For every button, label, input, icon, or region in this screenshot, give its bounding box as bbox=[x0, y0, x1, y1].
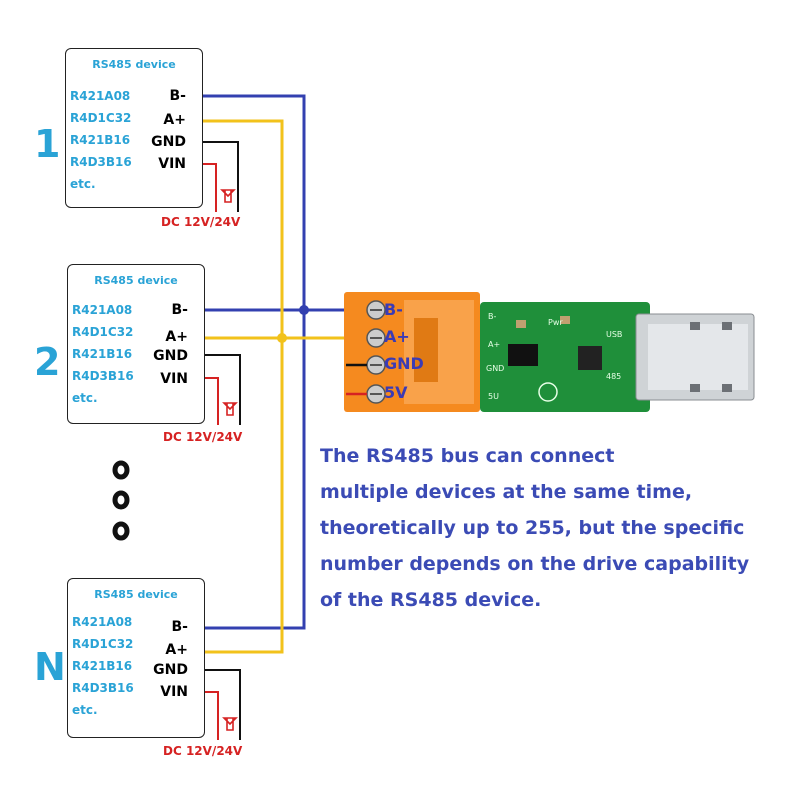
model-label: etc. bbox=[72, 391, 98, 405]
device-title: RS485 device bbox=[94, 588, 178, 601]
model-label: R4D3B16 bbox=[72, 681, 134, 695]
model-label: R4D1C32 bbox=[70, 111, 132, 125]
bus-b-line-device1 bbox=[196, 94, 306, 630]
model-label: R4D3B16 bbox=[70, 155, 132, 169]
model-label: R421B16 bbox=[72, 659, 133, 673]
usb-rs485-converter bbox=[344, 292, 755, 412]
terminal-b-label: B- bbox=[171, 619, 188, 635]
bus-a-line-device1 bbox=[196, 119, 284, 654]
model-label: etc. bbox=[72, 703, 98, 717]
terminal-gnd-label: GND bbox=[153, 662, 188, 678]
model-label: R421A08 bbox=[72, 615, 133, 629]
model-label: R421B16 bbox=[72, 347, 133, 361]
bus-description: The RS485 bus can connect multiple devic… bbox=[320, 438, 790, 618]
terminal-vin-label: VIN bbox=[158, 156, 186, 172]
device-number-n: N bbox=[34, 645, 66, 689]
rs485-device-1: RS485 device R421A08 R4D1C32 R421B16 R4D… bbox=[65, 48, 203, 208]
pcb-silk-gnd: GND bbox=[486, 364, 505, 373]
gnd-wire-2 bbox=[196, 354, 241, 425]
terminal-vin-label: VIN bbox=[160, 684, 188, 700]
model-label: R4D3B16 bbox=[72, 369, 134, 383]
power-arrow-2 bbox=[222, 402, 238, 416]
rs485-device-2: RS485 device R421A08 R4D1C32 R421B16 R4D… bbox=[67, 264, 205, 424]
pcb-board bbox=[480, 302, 650, 412]
device-number-1: 1 bbox=[34, 122, 61, 166]
pcb-silk-pwr: Pwr bbox=[548, 318, 563, 327]
power-arrow-1 bbox=[220, 189, 236, 203]
bus-description-line: theoretically up to 255, but the specifi… bbox=[320, 517, 745, 539]
power-arrow-n bbox=[222, 717, 238, 731]
converter-label-5v: 5V bbox=[384, 383, 408, 402]
bus-a-junction bbox=[277, 333, 287, 343]
ic-chip bbox=[508, 344, 538, 366]
pcb-silk-b: B- bbox=[488, 312, 497, 321]
model-label: etc. bbox=[70, 177, 96, 191]
terminal-gnd-label: GND bbox=[151, 134, 186, 150]
model-label: R421B16 bbox=[70, 133, 131, 147]
model-label: R4D1C32 bbox=[72, 325, 134, 339]
bus-description-line: The RS485 bus can connect bbox=[320, 445, 615, 467]
bus-b-junction bbox=[299, 305, 309, 315]
device-title: RS485 device bbox=[94, 274, 178, 287]
converter-label-a: A+ bbox=[384, 327, 410, 346]
terminal-a-label: A+ bbox=[165, 329, 188, 345]
device-title: RS485 device bbox=[92, 58, 176, 71]
gnd-wire-n bbox=[200, 669, 241, 740]
converter-label-gnd: GND bbox=[384, 354, 424, 373]
ellipsis-dots bbox=[112, 460, 130, 541]
device-number-2: 2 bbox=[34, 340, 61, 384]
power-label-n: DC 12V/24V bbox=[163, 744, 243, 758]
rs485-device-n: RS485 device R421A08 R4D1C32 R421B16 R4D… bbox=[67, 578, 205, 738]
pcb-silk-5u: 5U bbox=[488, 392, 499, 401]
terminal-a-label: A+ bbox=[163, 112, 186, 128]
bus-description-line: number depends on the drive capability bbox=[320, 553, 750, 575]
model-label: R4D1C32 bbox=[72, 637, 134, 651]
pcb-silk-usb: USB bbox=[606, 330, 623, 339]
terminal-b-label: B- bbox=[171, 302, 188, 318]
bus-description-line: multiple devices at the same time, bbox=[320, 481, 693, 503]
vin-wire-n bbox=[200, 691, 219, 740]
pcb-silk-485: 485 bbox=[606, 372, 622, 381]
terminal-vin-label: VIN bbox=[160, 371, 188, 387]
gnd-wire-1 bbox=[196, 141, 239, 212]
terminal-b-label: B- bbox=[169, 88, 186, 104]
terminal-gnd-label: GND bbox=[153, 348, 188, 364]
bus-description-line: of the RS485 device. bbox=[320, 589, 542, 611]
model-label: R421A08 bbox=[72, 303, 133, 317]
power-label-1: DC 12V/24V bbox=[161, 215, 241, 229]
converter-label-b: B- bbox=[384, 300, 403, 319]
pcb-silk-a: A+ bbox=[488, 340, 501, 349]
model-label: R421A08 bbox=[70, 89, 131, 103]
power-label-2: DC 12V/24V bbox=[163, 430, 243, 444]
terminal-a-label: A+ bbox=[165, 642, 188, 658]
